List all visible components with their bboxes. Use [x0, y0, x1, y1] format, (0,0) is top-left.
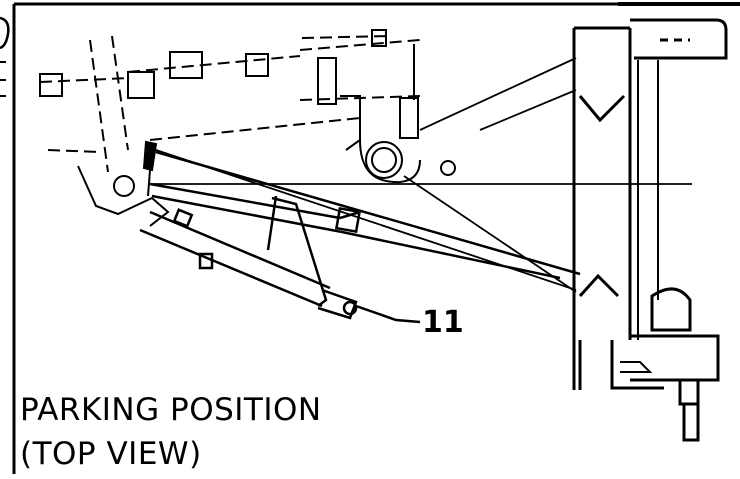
hydraulic-cylinder	[139, 195, 358, 320]
tie-rods	[152, 57, 692, 293]
caption-line-1: PARKING POSITION	[20, 392, 322, 428]
right-column	[572, 26, 659, 390]
background-blocks	[39, 29, 419, 151]
callout-number: 11	[422, 305, 464, 340]
caption-line-2: (TOP VIEW)	[20, 436, 202, 472]
pivot-points	[113, 139, 456, 197]
corner-symbol	[0, 16, 10, 97]
bottom-bracket	[610, 287, 720, 442]
frame-border	[12, 2, 740, 474]
top-housing	[630, 18, 728, 60]
callout-leader	[355, 304, 421, 324]
main-strut	[149, 150, 581, 280]
background-machinery	[39, 35, 421, 173]
left-mount	[77, 140, 170, 227]
